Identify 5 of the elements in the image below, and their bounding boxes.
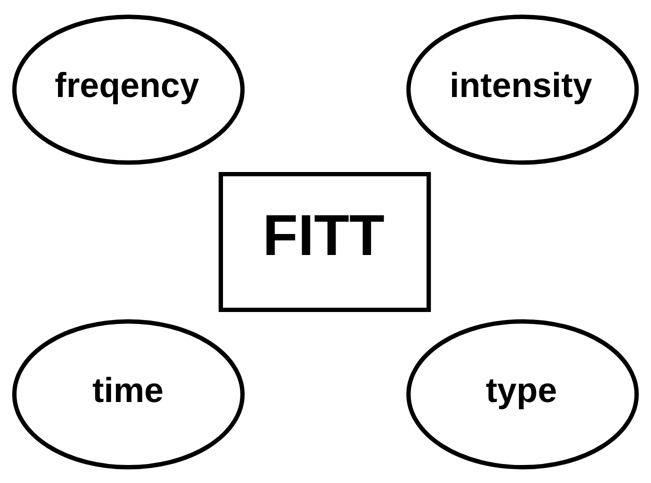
node-ellipse: time xyxy=(12,318,245,469)
node-ellipse: intensity xyxy=(406,14,639,164)
node-ellipse: freqency xyxy=(12,14,245,164)
node-box: FITT xyxy=(218,171,431,312)
node-ellipse: type xyxy=(406,318,639,469)
